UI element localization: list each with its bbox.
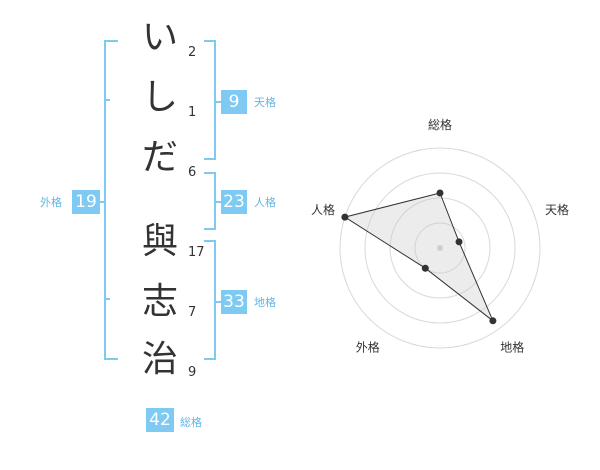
radar-axis-label-5: 人格 [311, 202, 335, 217]
radar-point-2 [455, 238, 463, 246]
name-char-1: い [141, 17, 178, 58]
stroke-count-4: 17 [188, 245, 205, 260]
tenkaku-bracket-vertical [214, 40, 216, 160]
gaikaku-bracket-bottom [104, 358, 118, 360]
tenkaku-badge: 9 [221, 90, 247, 114]
radar-axis-label-1: 総格 [428, 117, 452, 132]
radar-axis-label-2: 天格 [545, 202, 569, 217]
jinkaku-label: 人格 [254, 196, 276, 209]
gaikaku-badge: 19 [72, 190, 100, 214]
soukaku-label: 総格 [180, 416, 202, 429]
chikaku-badge: 33 [221, 290, 247, 314]
name-char-4: 與 [141, 221, 178, 262]
tenkaku-bracket-bottom [204, 158, 216, 160]
name-char-2: し [141, 77, 178, 118]
radar-axis-label-3: 地格 [500, 340, 524, 355]
jinkaku-bracket-top [204, 172, 216, 174]
radar-point-4 [421, 264, 429, 272]
radar-point-3 [489, 317, 497, 325]
radar-grid-ring [389, 197, 491, 299]
stroke-count-5: 7 [188, 305, 197, 320]
name-char-3: だ [141, 137, 178, 178]
gaikaku-label: 外格 [40, 196, 62, 209]
chikaku-label: 地格 [254, 296, 276, 309]
soukaku-badge: 42 [146, 408, 174, 432]
radar-grid-ring [364, 172, 516, 324]
tenkaku-label: 天格 [254, 96, 276, 109]
stroke-count-6: 9 [188, 365, 197, 380]
radar-grid-ring [339, 147, 541, 349]
stroke-count-1: 2 [188, 45, 197, 60]
tenkaku-bracket-tick [214, 101, 222, 103]
tenkaku-bracket-top [204, 40, 216, 42]
jinkaku-bracket-bottom [204, 228, 216, 230]
chikaku-bracket-bottom [204, 358, 216, 360]
radar-series-polygon [343, 192, 494, 322]
gaikaku-bracket-tick [98, 201, 106, 203]
gaikaku-bracket-tick-lower [104, 298, 110, 300]
stroke-count-2: 1 [188, 105, 197, 120]
gaikaku-bracket-vertical [104, 40, 106, 360]
chikaku-bracket-tick [214, 301, 222, 303]
name-char-5: 志 [141, 281, 178, 322]
chikaku-bracket-vertical [214, 240, 216, 360]
name-char-6: 治 [141, 339, 178, 380]
jinkaku-badge: 23 [221, 190, 247, 214]
radar-axis-label-4: 外格 [356, 340, 380, 355]
jinkaku-bracket-tick [214, 201, 222, 203]
stroke-count-3: 6 [188, 165, 197, 180]
chikaku-bracket-top [204, 240, 216, 242]
radar-point-5 [341, 213, 349, 221]
radar-grid-ring [414, 222, 466, 274]
radar-center-dot [437, 245, 443, 251]
gaikaku-bracket-top [104, 40, 118, 42]
radar-point-1 [436, 189, 444, 197]
gaikaku-bracket-tick-upper [104, 99, 110, 101]
